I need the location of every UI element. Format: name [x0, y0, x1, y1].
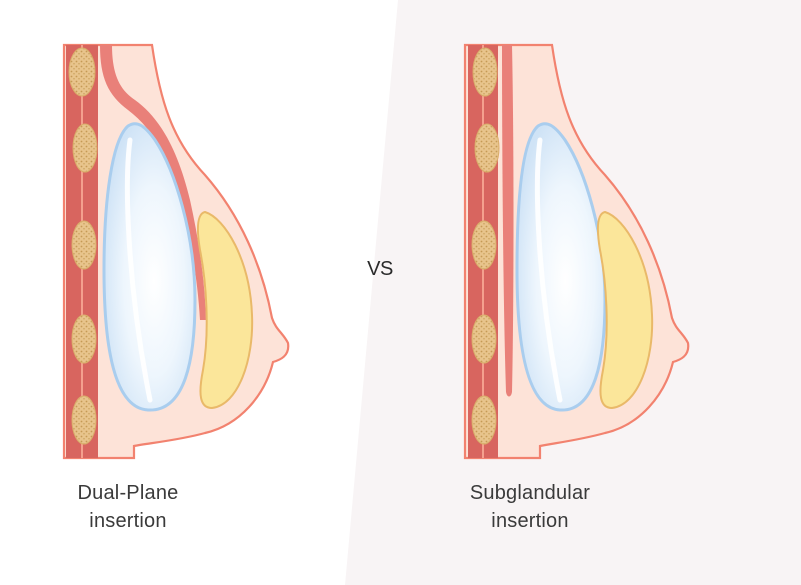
implant-highlight-right: [535, 137, 563, 403]
fat-nodules-right: [471, 47, 500, 445]
dual-plane-caption-line1: Dual-Plane: [77, 482, 179, 504]
fat-nodule: [471, 314, 497, 364]
fat-nodule: [71, 220, 97, 270]
fat-nodules-left: [68, 47, 98, 445]
gland-left: [196, 210, 254, 410]
dual-plane-caption: Dual-Plane insertion: [48, 479, 208, 535]
dual-plane-diagram: [62, 43, 290, 460]
fat-nodule: [71, 395, 97, 445]
fat-nodule: [71, 314, 97, 364]
fat-nodule: [472, 47, 498, 97]
subglandular-caption-line1: Subglandular: [469, 482, 591, 504]
fat-nodule: [72, 123, 98, 173]
subglandular-caption: Subglandular insertion: [440, 479, 620, 535]
subglandular-caption-line2: insertion: [491, 510, 569, 532]
fat-nodule: [471, 220, 497, 270]
fat-nodule: [471, 395, 497, 445]
implant-highlight-left: [125, 137, 153, 403]
subglandular-diagram: [463, 43, 690, 460]
vs-label: VS: [367, 258, 393, 280]
dual-plane-caption-line2: insertion: [89, 510, 167, 532]
fat-nodule: [474, 123, 500, 173]
pectoral-muscle-right: [502, 45, 514, 397]
fat-nodule: [68, 47, 96, 97]
pectoral-muscle-left: [100, 45, 206, 320]
gland-right: [596, 210, 654, 410]
